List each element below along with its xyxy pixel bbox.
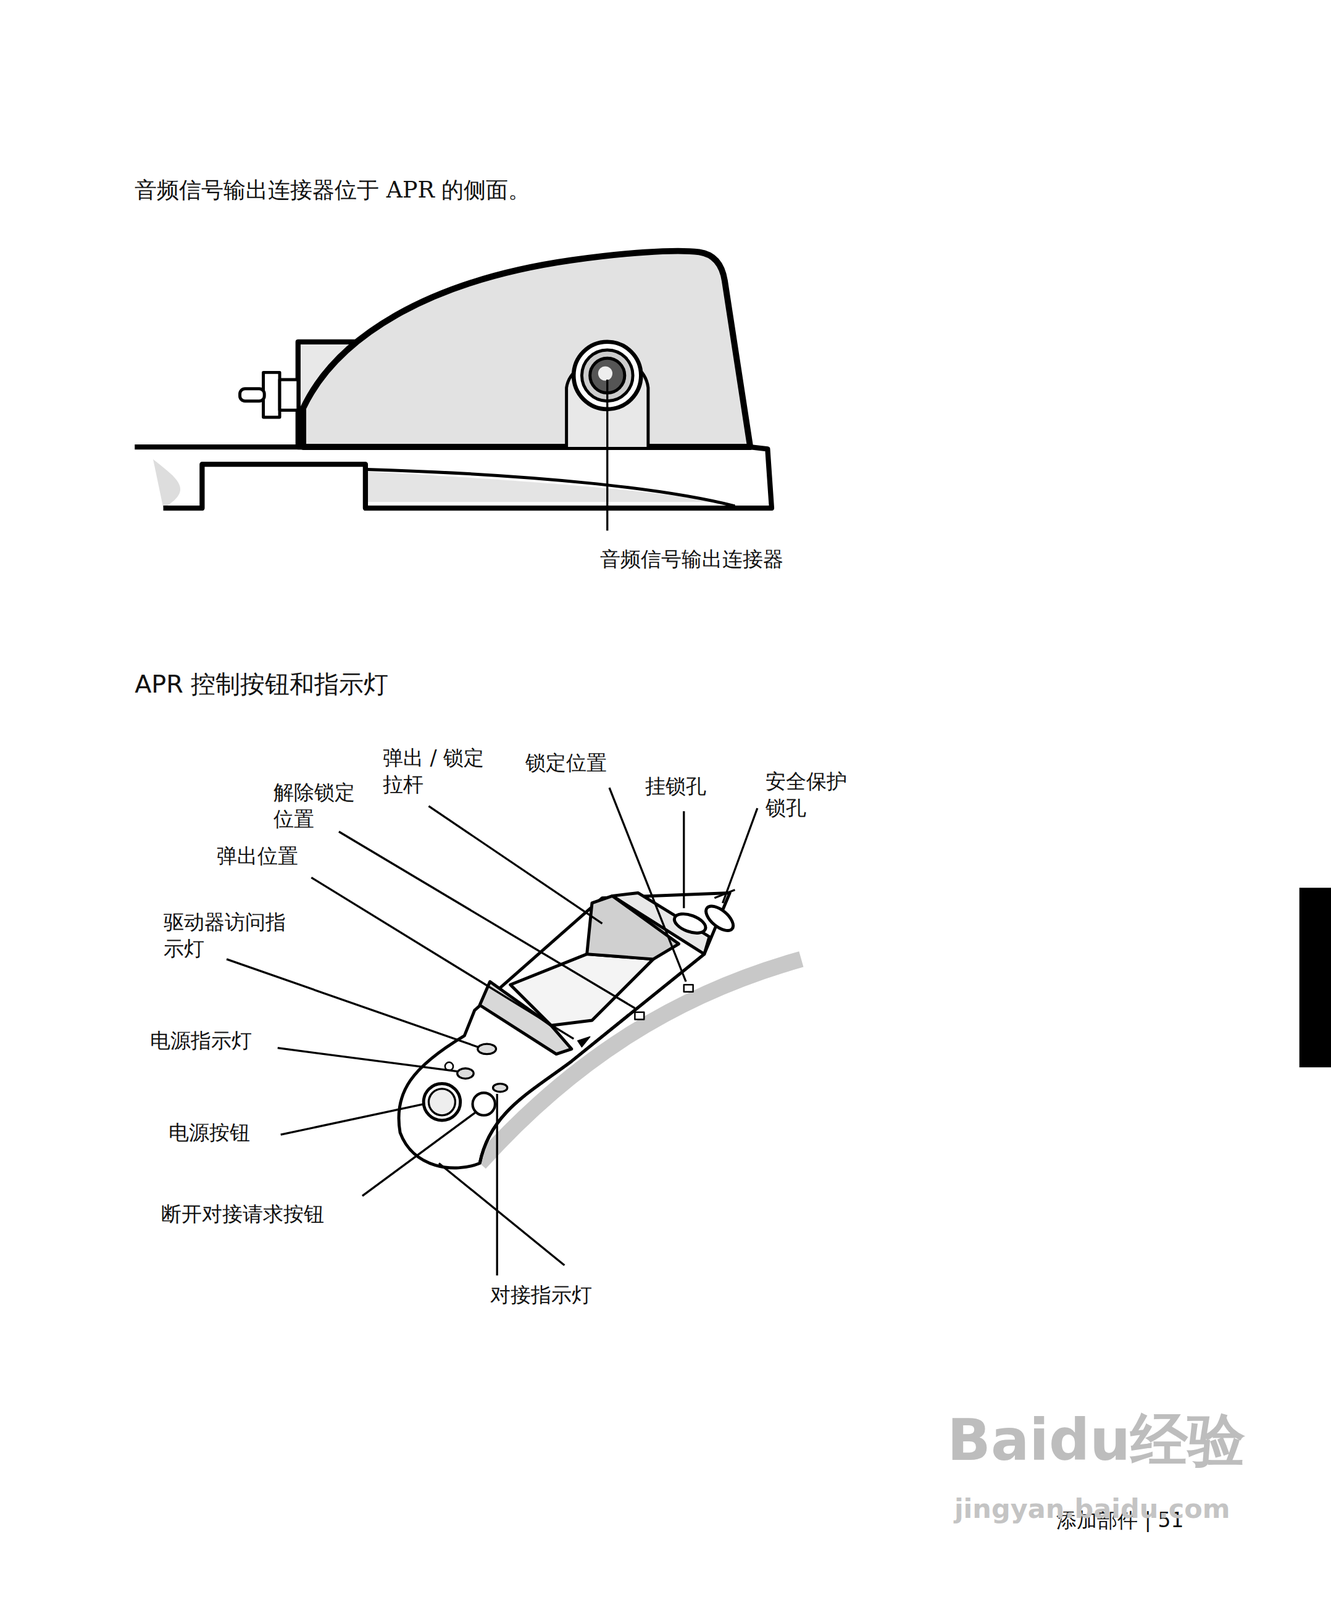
part-label: 挂锁孔	[645, 773, 707, 801]
part-label: 锁定位置	[525, 750, 607, 777]
part-label: 断开对接请求按钮	[161, 1201, 325, 1228]
part-label: 解除锁定 位置	[273, 779, 368, 833]
part-label: 弹出 / 锁定 拉杆	[382, 745, 497, 799]
part-label: 音频信号输出连接器	[600, 546, 784, 573]
body-text: 音频信号输出连接器位于 APR 的侧面。	[134, 175, 531, 205]
part-label: 电源按钮	[168, 1119, 251, 1147]
watermark: Baidu经验	[947, 1403, 1246, 1478]
watermark: jingyan.baidu.com	[954, 1492, 1231, 1527]
part-label: 电源指示灯	[150, 1027, 252, 1055]
part-label: 对接指示灯	[490, 1282, 593, 1309]
part-label: 驱动器访问指 示灯	[163, 909, 297, 963]
section-heading: APR 控制按钮和指示灯	[134, 668, 389, 701]
apr-side-view	[134, 251, 772, 531]
part-label: 安全保护 锁孔	[765, 768, 860, 822]
part-label: 弹出位置	[216, 843, 299, 870]
section-tab	[1299, 887, 1331, 1068]
